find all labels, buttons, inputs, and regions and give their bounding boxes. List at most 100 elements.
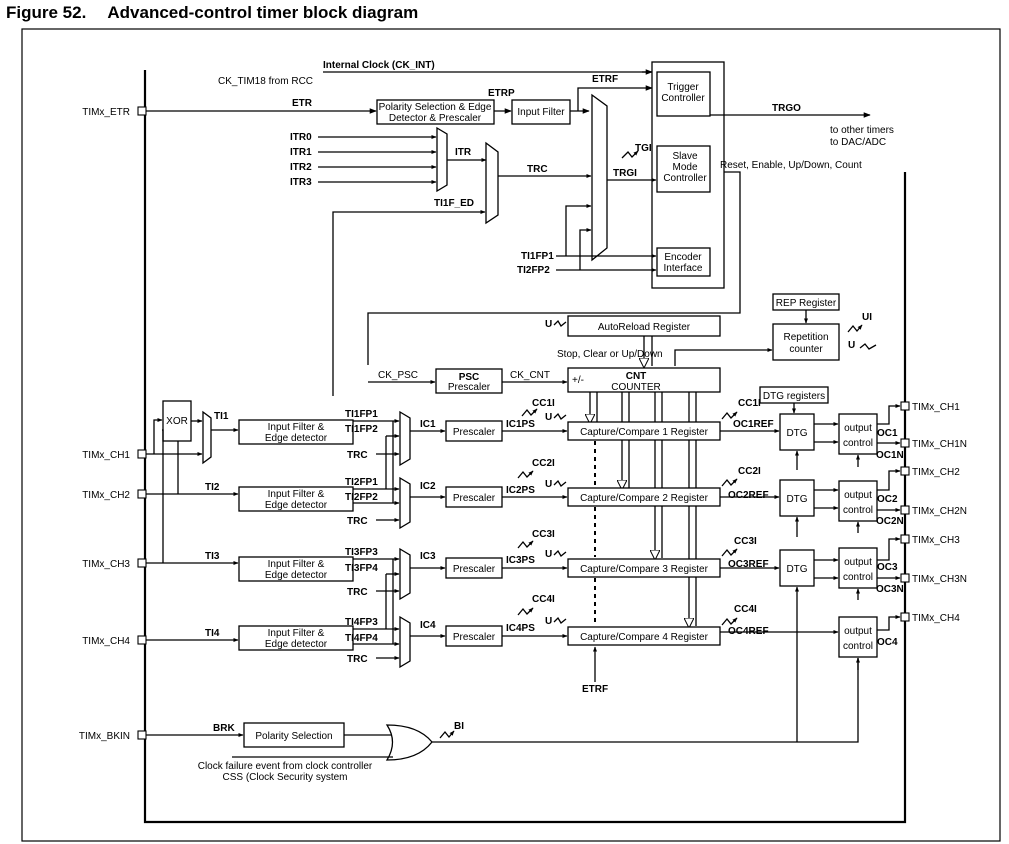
ic3ps-label: IC3PS <box>506 555 535 566</box>
xor-label: XOR <box>166 416 188 427</box>
trigger-mux <box>591 93 608 262</box>
cc2i-in-label: CC2I <box>532 458 555 469</box>
ti2fp2-top-label: TI2FP2 <box>517 265 550 276</box>
pin-etr: TIMx_ETR <box>82 106 147 118</box>
counter-section: REP Register Repetition counter UI U U A… <box>368 293 877 626</box>
figure-title: Figure 52. Advanced-control timer block … <box>6 3 418 22</box>
or-gate <box>385 724 433 761</box>
itr0-label: ITR0 <box>290 132 312 143</box>
encoder-line1: Encoder <box>664 252 702 263</box>
oc3-label: OC3 <box>877 562 898 573</box>
slave-mode-line3: Controller <box>663 173 707 184</box>
input-filter-3 <box>238 556 354 582</box>
input-filter-1 <box>238 419 354 445</box>
cc4i-in-label: CC4I <box>532 594 555 605</box>
out-pin-ch1: TIMx_CH1 <box>912 402 960 413</box>
input-channels: XOR TI1 TI2 TI3 TI4 Input Filter & Edge … <box>146 398 568 669</box>
stop-clear-label: Stop, Clear or Up/Down <box>557 349 663 360</box>
cc2i-out-label: CC2I <box>738 466 761 477</box>
bi-label: BI <box>454 721 464 732</box>
trc1-label: TRC <box>347 450 368 461</box>
dtg-3 <box>779 549 815 587</box>
u2-label: U <box>545 479 552 490</box>
output-control-3 <box>838 547 878 589</box>
output-control-2-line1: output <box>844 490 872 501</box>
clock-failure-line1: Clock failure event from clock controlle… <box>198 761 373 772</box>
output-control-1 <box>838 413 878 455</box>
oc1n-label: OC1N <box>876 450 904 461</box>
dtg-1 <box>779 413 815 451</box>
polarity-edge-block <box>376 99 495 125</box>
slave-out-label: Reset, Enable, Up/Down, Count <box>720 160 862 171</box>
pin-ch2: TIMx_CH2 <box>82 489 147 501</box>
dtg-3-label: DTG <box>786 564 807 575</box>
input-filter-2-line1: Input Filter & <box>268 489 325 500</box>
ic3-mux <box>399 547 411 601</box>
psc-block <box>435 368 503 394</box>
ti4-label: TI4 <box>205 628 220 639</box>
ui-label: UI <box>862 312 872 323</box>
output-control-4-line1: output <box>844 626 872 637</box>
trc-mux <box>485 141 499 225</box>
pin-ch3-label: TIMx_CH3 <box>82 559 130 570</box>
encoder-block <box>656 247 711 277</box>
cc1-label: Capture/Compare 1 Register <box>580 427 709 438</box>
cnt-label: CNT <box>626 371 647 382</box>
ic1-label: IC1 <box>420 419 436 430</box>
itr-mux <box>436 126 448 193</box>
clock-failure-line2: CSS (Clock Security system <box>222 772 347 783</box>
trc2-label: TRC <box>347 516 368 527</box>
psc-label: PSC <box>459 372 480 383</box>
autoreload-label: AutoReload Register <box>598 322 691 333</box>
output-control-1-line2: control <box>843 438 873 449</box>
trgo-dest-line1: to other timers <box>830 125 894 136</box>
input-filter-label: Input Filter <box>517 107 565 118</box>
out-pin-ch3: TIMx_CH3 <box>912 535 960 546</box>
cc2-label: Capture/Compare 2 Register <box>580 493 709 504</box>
trigger-controller-block <box>656 71 711 117</box>
ti1fp1-top-label: TI1FP1 <box>521 251 554 262</box>
itr3-label: ITR3 <box>290 177 312 188</box>
trigger-controller-line1: Trigger <box>667 82 699 93</box>
u-rep-label: U <box>848 340 855 351</box>
trc3-label: TRC <box>347 587 368 598</box>
oc3ref-label: OC3REF <box>728 559 769 570</box>
figure-frame <box>21 28 1001 842</box>
oc1-label: OC1 <box>877 428 898 439</box>
input-filter-1-line1: Input Filter & <box>268 422 325 433</box>
u1-label: U <box>545 412 552 423</box>
timer-boundary <box>143 70 907 824</box>
ti1f-ed-label: TI1F_ED <box>434 198 474 209</box>
output-control-4-line2: control <box>843 641 873 652</box>
repetition-counter-line1: Repetition <box>783 332 828 343</box>
repetition-counter-block <box>772 323 840 361</box>
pin-ch2-label: TIMx_CH2 <box>82 490 130 501</box>
cnt-updown-label: +/- <box>572 375 584 386</box>
etrp-label: ETRP <box>488 88 515 99</box>
cc4-label: Capture/Compare 4 Register <box>580 632 709 643</box>
prescaler-2-label: Prescaler <box>453 493 496 504</box>
cc-registers: Capture/Compare 1 Register Capture/Compa… <box>567 398 839 695</box>
ic2-mux <box>399 476 411 530</box>
input-filter-2 <box>238 486 354 512</box>
dtg-2-label: DTG <box>786 494 807 505</box>
ch3-fp4-label: TI3FP4 <box>345 563 378 574</box>
xor-mux <box>202 410 212 465</box>
xor-block <box>162 400 192 442</box>
u3-label: U <box>545 549 552 560</box>
cc3i-in-label: CC3I <box>532 529 555 540</box>
itr2-label: ITR2 <box>290 162 312 173</box>
input-filter-4-line1: Input Filter & <box>268 628 325 639</box>
repetition-counter-line2: counter <box>789 344 823 355</box>
input-filter-block <box>511 99 571 125</box>
cc1i-out-label: CC1I <box>738 398 761 409</box>
ch1-fp2-label: TI1FP2 <box>345 424 378 435</box>
output-control-2-line2: control <box>843 505 873 516</box>
dtg-1-label: DTG <box>786 428 807 439</box>
cc4i-out-label: CC4I <box>734 604 757 615</box>
trc-top-label: TRC <box>527 164 548 175</box>
ck-psc-label: CK_PSC <box>378 370 418 381</box>
u4-label: U <box>545 616 552 627</box>
prescaler-3-label: Prescaler <box>453 564 496 575</box>
cc4-register <box>567 626 721 646</box>
